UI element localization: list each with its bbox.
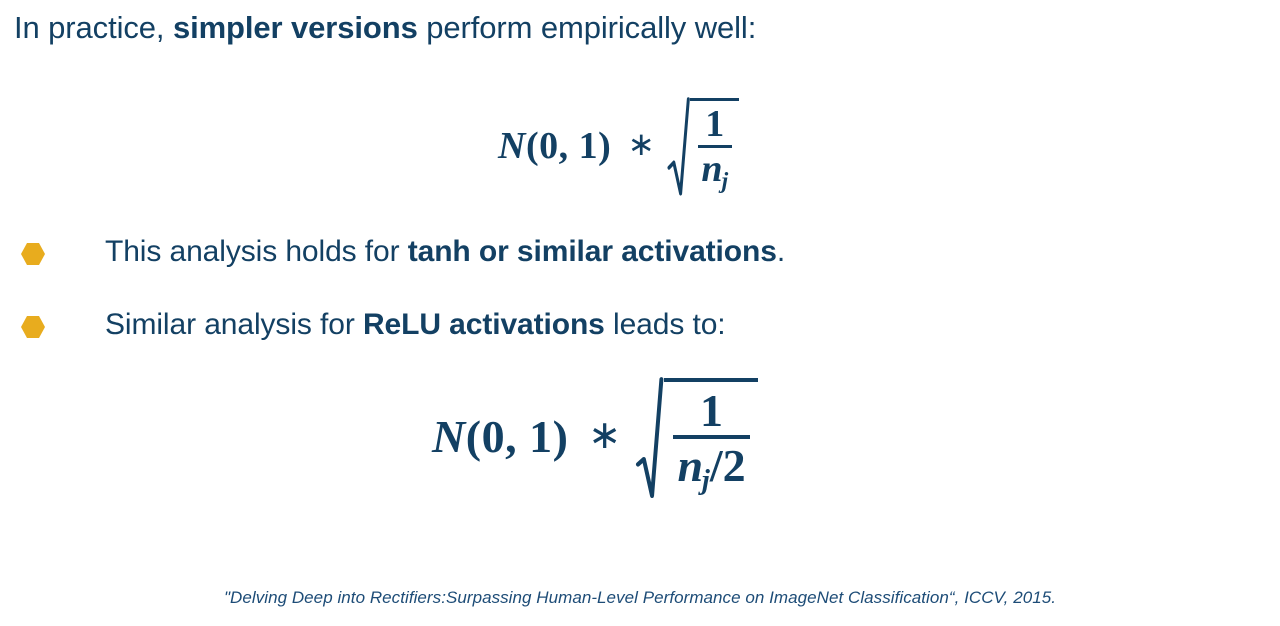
hexagon-bullet-icon bbox=[20, 241, 46, 267]
formula-1-variance: 1 bbox=[578, 124, 599, 167]
formula-1-mean: 0 bbox=[539, 124, 559, 167]
formula-1-close-paren: ) bbox=[598, 124, 612, 167]
bullet-item-tanh: This analysis holds for tanh or similar … bbox=[20, 232, 785, 272]
formula-1-radicand: 1 nj bbox=[689, 98, 739, 195]
formula-2-radicand: 1 nj/2 bbox=[663, 378, 759, 497]
formula-2-denominator: nj/2 bbox=[672, 435, 751, 497]
formula-2-mean: 0 bbox=[481, 411, 506, 463]
bullet-2-emphasis: ReLU activations bbox=[362, 308, 605, 341]
formula-2-denominator-base: n bbox=[677, 439, 704, 491]
formula-2-normal-symbol: N bbox=[432, 411, 466, 463]
bullet-item-relu: Similar analysis for ReLU activations le… bbox=[20, 305, 726, 345]
citation-footnote: "Delving Deep into Rectifiers:Surpassing… bbox=[223, 588, 1057, 607]
formula-1-denominator-subscript: j bbox=[721, 168, 729, 195]
formula-1-multiply-operator: ∗ bbox=[627, 126, 655, 163]
sqrt-icon bbox=[667, 97, 690, 196]
formula-2-denominator-subscript: j bbox=[701, 465, 710, 497]
formula-weight-init-relu: N(0, 1) ∗ 1 nj/2 bbox=[432, 377, 759, 499]
formula-2-comma: , bbox=[505, 411, 530, 463]
intro-text-after: perform empirically well: bbox=[417, 10, 757, 45]
formula-1-comma: , bbox=[558, 124, 579, 167]
bullet-1-before: This analysis holds for bbox=[105, 235, 408, 268]
bullet-1-after: . bbox=[776, 235, 786, 268]
formula-2-denominator-slash: / bbox=[709, 439, 723, 491]
formula-2-radical: 1 nj/2 bbox=[635, 377, 759, 499]
hexagon-bullet-icon bbox=[20, 314, 46, 340]
formula-2-multiply-operator: ∗ bbox=[588, 413, 622, 458]
formula-1-numerator: 1 bbox=[705, 102, 725, 145]
formula-1-normal-symbol: N bbox=[498, 124, 526, 167]
bullet-1-emphasis: tanh or similar activations bbox=[407, 235, 777, 268]
formula-1-radical: 1 nj bbox=[667, 97, 739, 196]
intro-line: In practice, simpler versions perform em… bbox=[14, 8, 756, 48]
formula-2-numerator: 1 bbox=[700, 384, 724, 436]
bullet-2-before: Similar analysis for bbox=[105, 308, 363, 341]
bullet-text-relu: Similar analysis for ReLU activations le… bbox=[105, 305, 726, 345]
formula-1-denominator-base: n bbox=[701, 147, 723, 190]
formula-2-close-paren: ) bbox=[552, 411, 569, 463]
formula-2-distribution: N(0, 1) bbox=[432, 410, 568, 463]
formula-1-denominator: nj bbox=[697, 145, 732, 195]
formula-2-fraction: 1 nj/2 bbox=[672, 384, 751, 497]
intro-text-before: In practice, bbox=[14, 10, 173, 45]
intro-emphasis: simpler versions bbox=[172, 10, 418, 45]
formula-1-fraction: 1 nj bbox=[697, 102, 732, 195]
bullet-2-after: leads to: bbox=[604, 308, 726, 341]
bullet-text-tanh: This analysis holds for tanh or similar … bbox=[105, 232, 785, 272]
formula-weight-init-tanh: N(0, 1) ∗ 1 nj bbox=[498, 97, 739, 196]
sqrt-icon bbox=[635, 377, 664, 499]
formula-1-open-paren: ( bbox=[525, 124, 540, 167]
formula-2-denominator-divisor: 2 bbox=[722, 439, 746, 491]
formula-2-open-paren: ( bbox=[465, 411, 482, 463]
formula-1-distribution: N(0, 1) bbox=[498, 124, 611, 168]
formula-2-variance: 1 bbox=[529, 411, 553, 463]
